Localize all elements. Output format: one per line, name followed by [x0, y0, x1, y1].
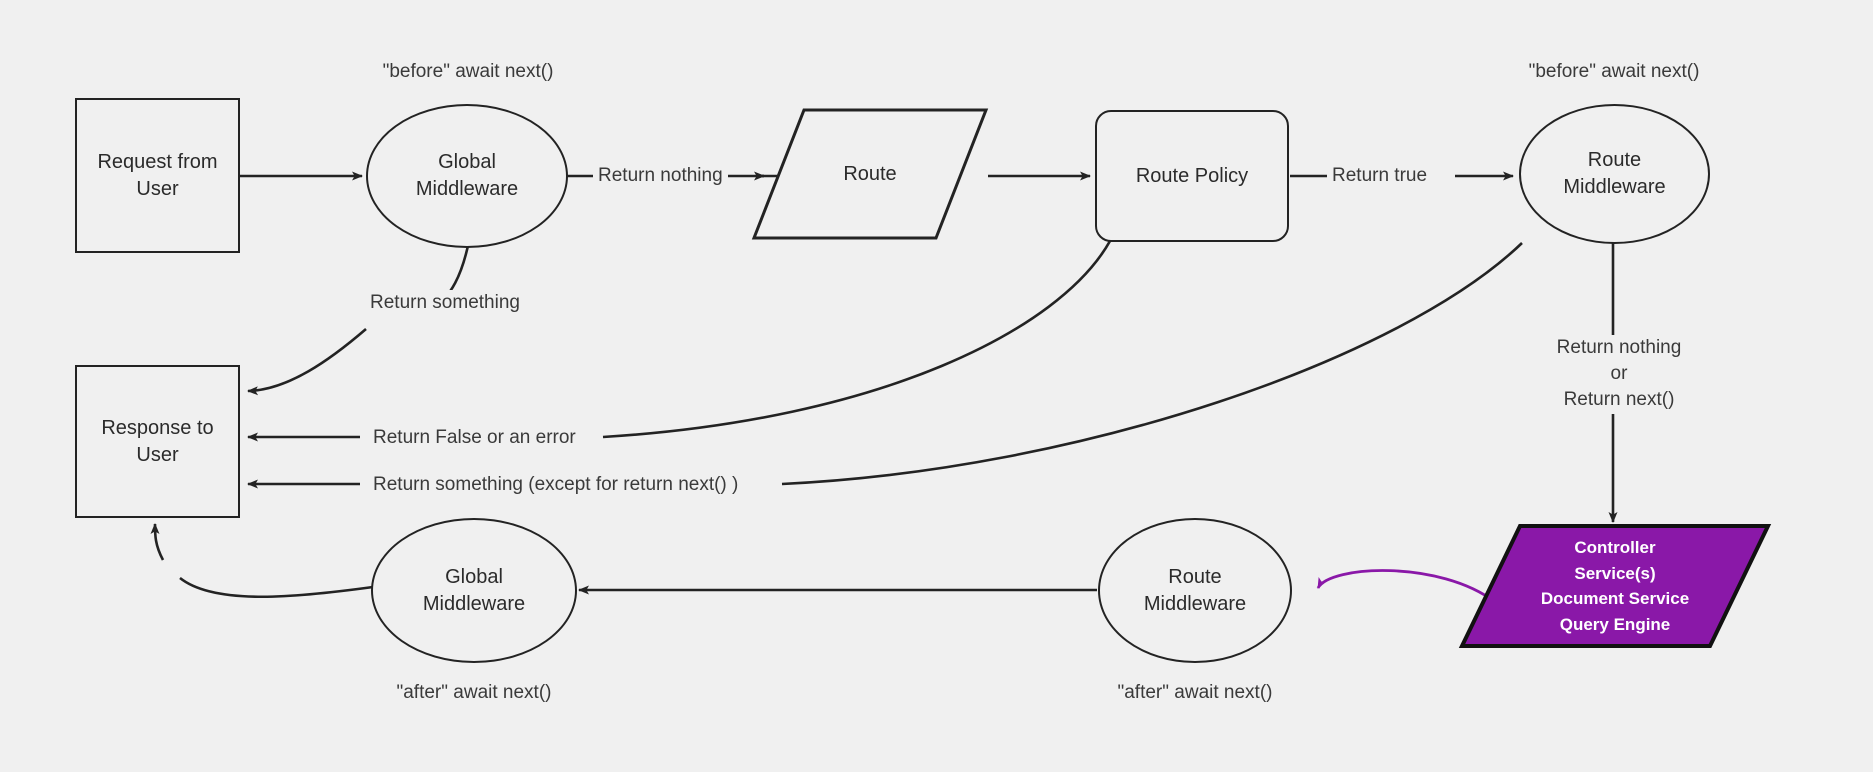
edge-global-middleware-bottom-to-response-2 — [150, 523, 165, 561]
node-route[interactable]: Route — [751, 108, 989, 240]
edge-global-middleware-bottom-to-response — [179, 576, 374, 598]
caption-before-await-next-right: "before" await next() — [1528, 61, 1700, 82]
node-route-middleware-bottom[interactable]: Route Middleware — [1098, 518, 1292, 663]
node-controller[interactable]: Controller Service(s) Document Service Q… — [1458, 524, 1772, 648]
edge-label-return-something: Return something — [365, 290, 525, 317]
caption-after-await-next-right: "after" await next() — [1117, 682, 1273, 703]
node-route-policy-label: Route Policy — [1135, 164, 1249, 187]
caption-before-await-next-left: "before" await next() — [382, 61, 554, 82]
edge-controller-to-route-middleware-bottom — [1316, 569, 1496, 604]
edge-route-policy-to-response — [602, 240, 1112, 439]
node-route-middleware-bottom-label: Route Middleware — [1143, 565, 1247, 615]
edge-label-return-nothing: Return nothing — [593, 163, 728, 190]
edge-label-return-true: Return true — [1327, 163, 1433, 190]
node-route-middleware-top-label: Route Middleware — [1563, 149, 1666, 198]
edge-label-return-false-or-error: Return False or an error — [368, 425, 581, 452]
node-global-middleware-top-label: Global Middleware — [415, 151, 519, 200]
caption-after-await-next-left: "after" await next() — [396, 682, 552, 703]
edge-global-middleware-to-response-2 — [247, 328, 367, 396]
edge-label-return-nothing-or-next: Return nothing or Return next() — [1533, 335, 1705, 414]
node-global-middleware-bottom[interactable]: Global Middleware — [371, 518, 577, 663]
node-request-from-user[interactable]: Request from User — [75, 98, 240, 253]
edge-route-middleware-to-response — [781, 242, 1523, 486]
node-route-policy[interactable]: Route Policy — [1095, 110, 1289, 242]
node-request-from-user-label: Request from User — [97, 150, 218, 200]
node-response-to-user[interactable]: Response to User — [75, 365, 240, 518]
node-global-middleware-top[interactable]: Global Middleware — [366, 104, 568, 248]
node-route-middleware-top[interactable]: Route Middleware — [1519, 104, 1710, 244]
node-response-to-user-label: Response to User — [101, 416, 214, 466]
edge-label-return-something-except-next: Return something (except for return next… — [368, 472, 744, 499]
node-global-middleware-bottom-label: Global Middleware — [422, 565, 526, 615]
